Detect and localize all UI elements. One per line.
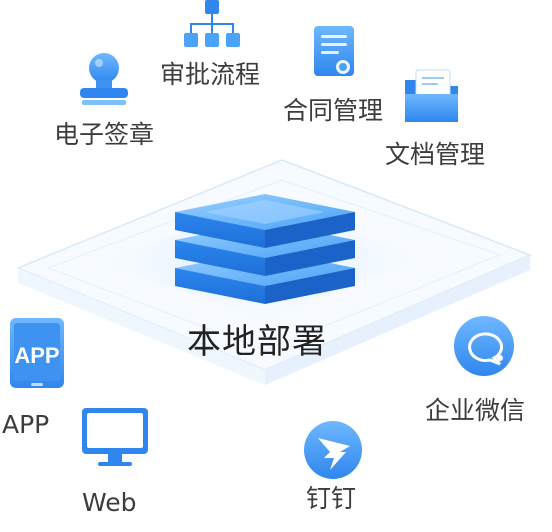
platform-label-dingtalk: 钉钉 [306,484,357,513]
feature-label-seal: 电子签章 [54,120,155,149]
wecom-chat-icon [454,316,514,376]
org-chart-icon [184,0,240,47]
platform-label-wecom: 企业微信 [425,396,526,425]
dingtalk-icon [304,421,362,479]
tablet-app-icon: APP [10,318,64,388]
feature-label-document: 文档管理 [385,140,486,169]
feature-label-approval: 审批流程 [160,60,261,89]
connector-lines [43,52,485,422]
server-stack-icon [175,194,355,304]
monitor-icon [82,408,148,466]
platform-label-app: APP [2,410,50,439]
feature-label-contract: 合同管理 [283,96,384,125]
contract-document-icon [314,26,354,76]
tablet-app-icon-text: APP [14,343,59,368]
platform-label-web: Web [82,488,137,517]
folder-icon [405,69,458,122]
seal-stamp-icon [80,53,128,105]
center-label: 本地部署 [187,322,327,362]
